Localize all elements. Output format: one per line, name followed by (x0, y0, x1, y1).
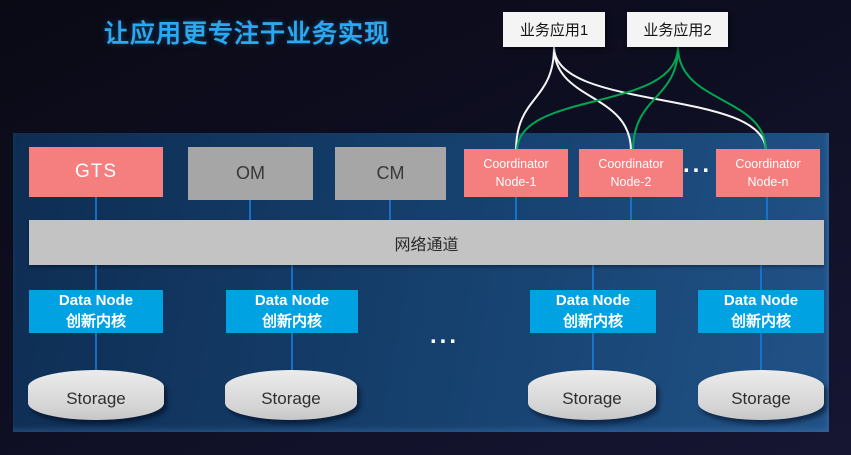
coordinator-node-n: Coordinator Node-n (716, 149, 820, 197)
coordinator-node-2: Coordinator Node-2 (579, 149, 683, 197)
page-title: 让应用更专注于业务实现 (104, 20, 391, 48)
storage-cylinder-4: Storage (698, 370, 824, 420)
coordinator-ellipsis: ... (683, 151, 713, 178)
app1-link-curves (515, 46, 767, 152)
app2-link-curves (516, 46, 767, 152)
cm-node: CM (335, 147, 446, 200)
storage-cylinder-2: Storage (225, 370, 357, 420)
storage-cylinder-1: Storage (28, 370, 164, 420)
data-node-ellipsis: ... (430, 322, 460, 349)
network-channel-bar: 网络通道 (29, 220, 824, 265)
om-node: OM (188, 147, 313, 200)
data-node-2: Data Node 创新内核 (226, 290, 358, 333)
cluster-vertical-connectors (95, 196, 768, 374)
data-node-1: Data Node 创新内核 (29, 290, 163, 333)
business-app-1-box: 业务应用1 (503, 12, 605, 47)
storage-cylinder-3: Storage (528, 370, 656, 420)
business-app-2-box: 业务应用2 (627, 12, 728, 47)
data-node-3: Data Node 创新内核 (530, 290, 656, 333)
gts-node: GTS (29, 147, 163, 197)
data-node-4: Data Node 创新内核 (698, 290, 824, 333)
coordinator-node-1: Coordinator Node-1 (464, 149, 568, 197)
